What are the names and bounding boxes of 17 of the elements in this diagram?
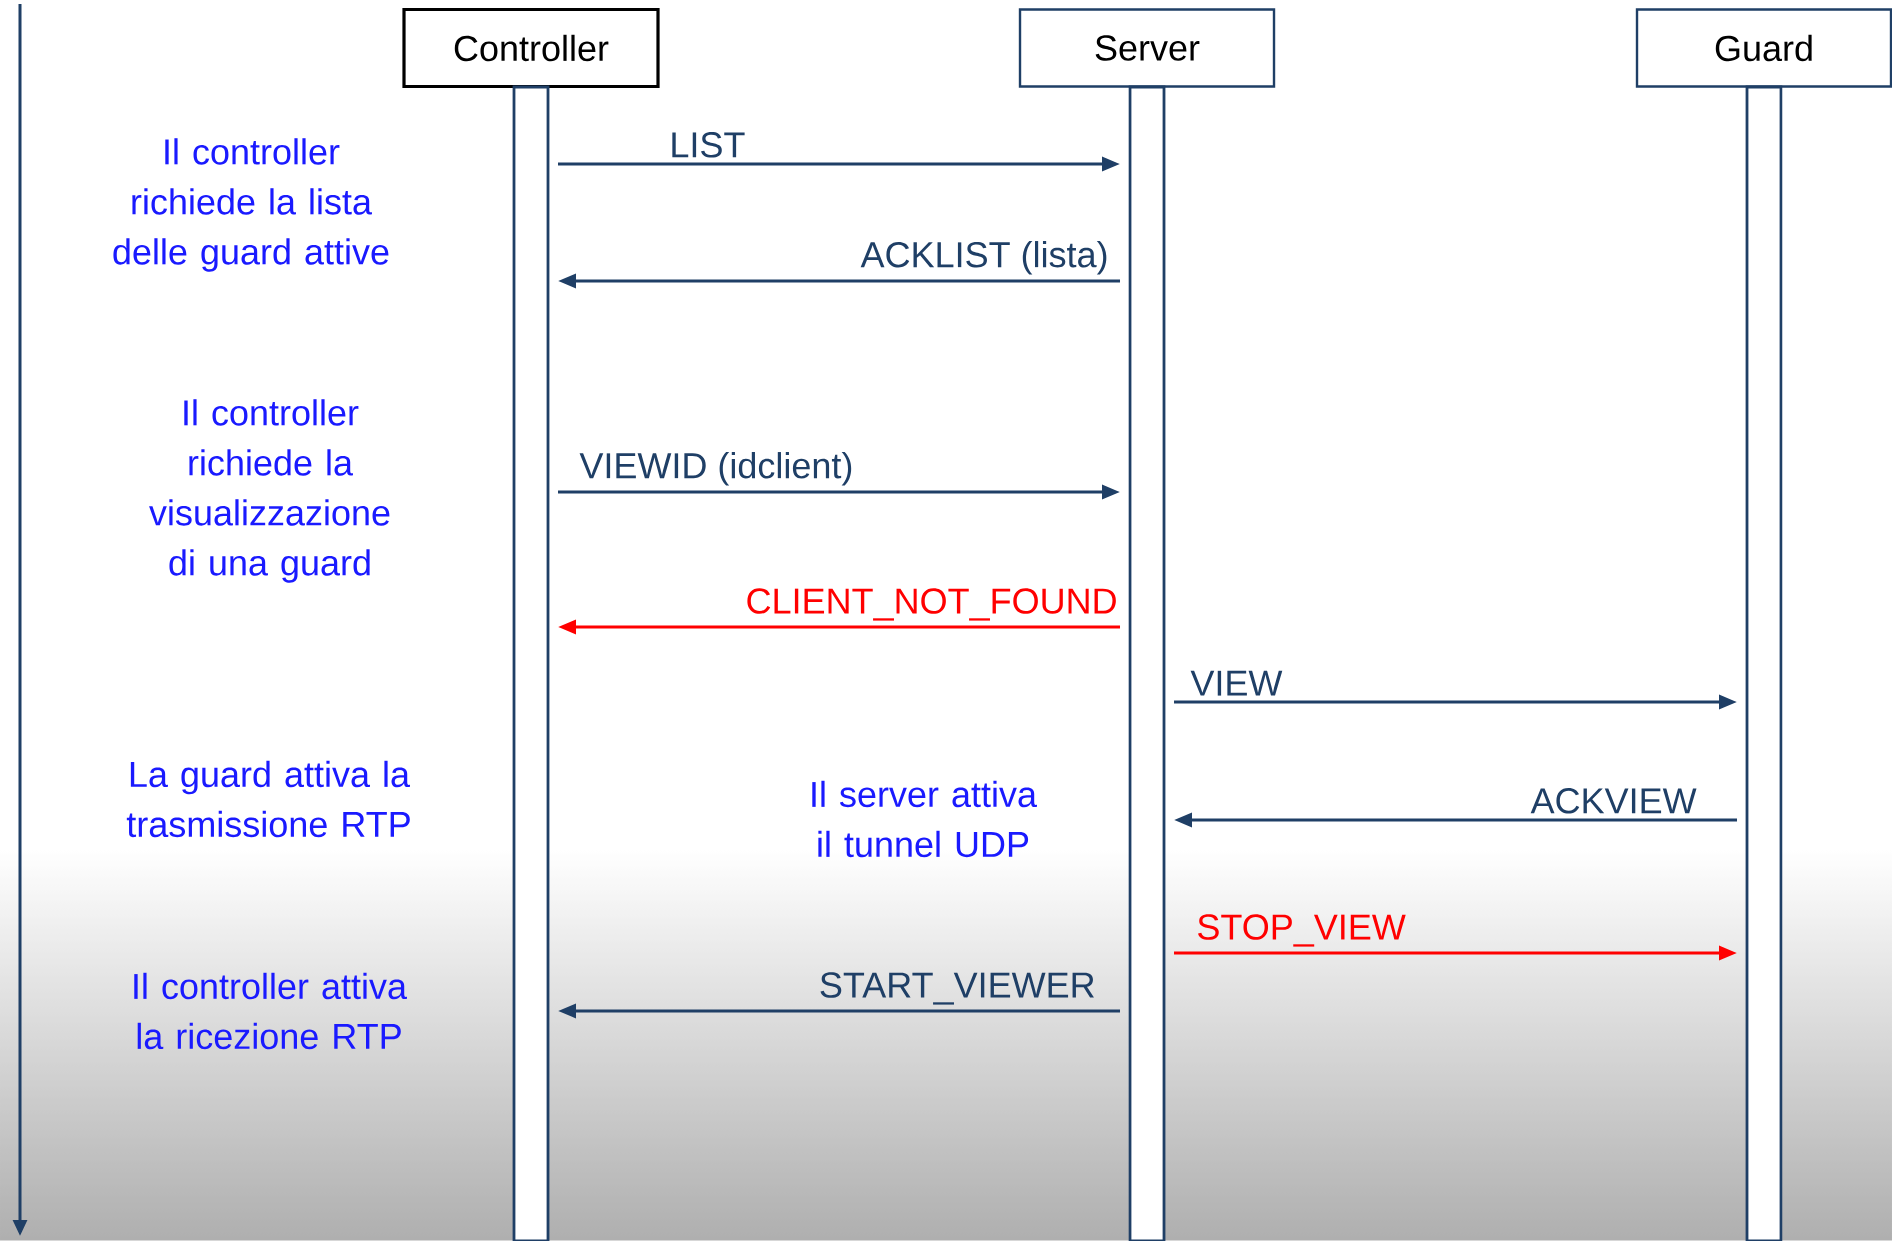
- edge-label: ACKVIEW: [1530, 788, 1697, 814]
- annotation: La guard attiva la trasmissione RTP: [126, 760, 410, 838]
- edge-label: VIEW: [1190, 670, 1283, 696]
- annotation: Il controller richiede la visualizzazione di una guard: [149, 399, 390, 583]
- lifeline-header: Guard: [1635, 8, 1892, 88]
- lifeline-header: Controller: [402, 7, 660, 89]
- annotation: Il controller richiede la lista delle guard attive: [113, 138, 389, 272]
- edge-label: LIST: [672, 132, 745, 158]
- edge-label: STOP_VIEW: [1198, 914, 1406, 947]
- edge-label: START_VIEWER: [820, 972, 1094, 1005]
- edge-label: ACKLIST (lista): [860, 241, 1107, 275]
- edge-label: CLIENT_NOT_FOUND: [747, 588, 1116, 621]
- edge-label: VIEWID (idclient): [579, 452, 852, 486]
- annotation: Il controller attiva la ricezione RTP: [134, 972, 407, 1050]
- annotation: Il server attiva il tunnel UDP: [812, 780, 1037, 858]
- lifeline-header: Server: [1018, 8, 1276, 88]
- lifeline-bar: [1745, 85, 1783, 1241]
